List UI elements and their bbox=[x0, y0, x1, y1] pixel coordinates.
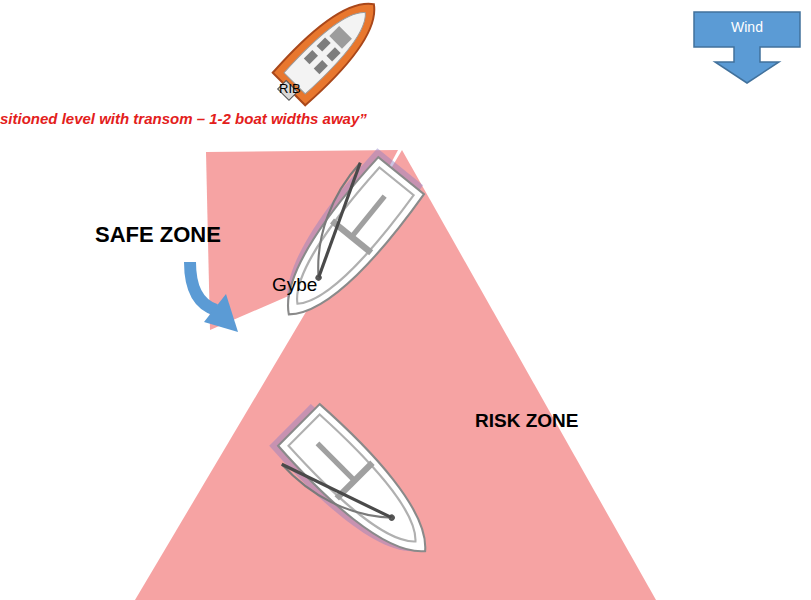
gybe-arrow-head bbox=[204, 294, 238, 332]
rib-illustration bbox=[266, 0, 391, 112]
zone-label: SAFE ZONE bbox=[95, 222, 221, 247]
wind-arrow-box: Wind bbox=[693, 10, 801, 84]
risk-triangle-shape bbox=[135, 150, 656, 600]
node-text: Wind bbox=[693, 19, 801, 35]
gybe-arrow bbox=[190, 262, 216, 310]
manoeuvre-label: Gybe bbox=[272, 274, 317, 296]
wind-arrow-shape bbox=[694, 12, 800, 83]
node-text: RISK ZONE bbox=[475, 410, 578, 432]
boat-label: RIB bbox=[279, 82, 301, 97]
instruction-note: sitioned level with transom – 1-2 boat w… bbox=[0, 110, 367, 127]
